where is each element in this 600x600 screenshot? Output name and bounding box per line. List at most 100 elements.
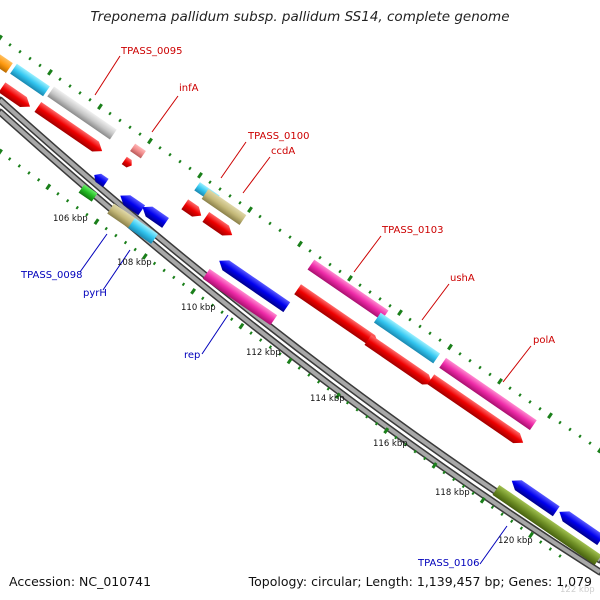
- leader-tpass-0100: [220, 141, 247, 179]
- gene-blue-107[interactable]: [139, 202, 169, 228]
- gene-blue-119[interactable]: [508, 476, 560, 517]
- gene-tpass-0095-gray[interactable]: [47, 86, 117, 140]
- gene-usha[interactable]: [373, 312, 441, 364]
- tick-mark: [528, 400, 532, 404]
- gene-label-pola[interactable]: polA: [533, 335, 555, 346]
- gene-orange-partial[interactable]: [0, 52, 13, 74]
- gene-tpass-0098-khaki[interactable]: [107, 203, 139, 231]
- gene-red-0095[interactable]: [34, 101, 105, 156]
- tick-mark: [28, 56, 32, 61]
- gene-infa[interactable]: [130, 143, 146, 159]
- tick-mark: [403, 442, 408, 447]
- tick-mark: [479, 496, 486, 504]
- tick-mark: [17, 164, 21, 168]
- tick-mark: [78, 91, 82, 95]
- tick-mark: [208, 180, 212, 185]
- kbp-label-112: 112 kbp: [246, 348, 281, 358]
- tick-mark: [68, 84, 72, 88]
- gene-label-infa[interactable]: infA: [179, 83, 199, 94]
- tick-mark: [268, 221, 272, 226]
- gene-pyrh[interactable]: [128, 218, 158, 244]
- gene-red-116[interactable]: [427, 374, 526, 447]
- tick-mark: [0, 148, 3, 156]
- gene-label-usha[interactable]: ushA: [450, 273, 475, 284]
- tick-mark: [548, 547, 553, 551]
- gene-red-112-shape: [364, 334, 433, 385]
- tick-mark: [118, 118, 122, 123]
- tick-mark: [210, 303, 215, 308]
- tick-mark: [345, 400, 350, 405]
- gene-rep-shape: [202, 268, 278, 326]
- gene-red-112[interactable]: [364, 334, 435, 389]
- label-leader-lines: [79, 55, 532, 565]
- leader-usha: [421, 283, 450, 321]
- gene-pyrh-shape: [128, 218, 158, 244]
- gene-infa-arrow[interactable]: [121, 156, 135, 170]
- gene-blue-120-shape: [559, 511, 600, 546]
- leader-pola: [502, 345, 532, 383]
- leader-rep: [201, 314, 229, 355]
- gene-red-partial[interactable]: [0, 82, 33, 111]
- tick-mark: [307, 373, 311, 377]
- gene-label-ccda[interactable]: ccdA: [271, 146, 295, 157]
- tick-mark: [85, 212, 89, 217]
- tick-mark: [147, 137, 153, 145]
- gene-label-tpass-0098[interactable]: TPASS_0098: [20, 270, 82, 281]
- tick-mark: [468, 358, 472, 363]
- tick-mark: [558, 554, 562, 558]
- tick-mark: [508, 386, 512, 391]
- gene-ccda-2[interactable]: [202, 211, 235, 240]
- tick-mark: [347, 275, 353, 282]
- tick-mark: [519, 526, 524, 530]
- tick-mark: [238, 322, 245, 330]
- leader-tpass-0095: [94, 55, 121, 96]
- gene-blue-110-shape: [219, 260, 291, 313]
- gene-label-tpass-0103[interactable]: TPASS_0103: [381, 225, 443, 236]
- gene-infa-arrow-shape: [121, 156, 132, 168]
- gene-blue-110[interactable]: [216, 256, 291, 313]
- tick-mark: [365, 414, 369, 419]
- gene-label-pyrh[interactable]: pyrH: [83, 288, 107, 299]
- gene-tpass-0106[interactable]: [492, 484, 600, 566]
- tick-mark: [316, 380, 321, 384]
- tick-mark: [458, 352, 462, 356]
- gene-blue-120[interactable]: [556, 507, 600, 546]
- accession-text: Accession: NC_010741: [9, 574, 152, 589]
- gene-label-tpass-0100[interactable]: TPASS_0100: [247, 131, 309, 142]
- tick-mark: [104, 226, 108, 231]
- gene-label-tpass-0106[interactable]: TPASS_0106: [417, 558, 479, 569]
- kbp-label-114: 114 kbp: [310, 394, 345, 404]
- gene-tpass-0100-khaki[interactable]: [201, 189, 247, 225]
- tick-mark: [259, 338, 263, 342]
- tick-mark: [578, 434, 582, 439]
- gene-red-0095-shape: [34, 101, 103, 152]
- tick-mark: [538, 406, 542, 411]
- gene-label-tpass-0095[interactable]: TPASS_0095: [120, 46, 182, 57]
- gene-rep[interactable]: [202, 268, 278, 326]
- gene-red-110[interactable]: [294, 284, 382, 349]
- gene-tpass-0103[interactable]: [307, 259, 389, 321]
- tick-mark: [326, 387, 330, 391]
- tick-mark: [488, 372, 492, 377]
- gene-green-106[interactable]: [78, 184, 98, 202]
- gene-tpass-0098-blue[interactable]: [117, 191, 146, 216]
- tick-mark: [278, 228, 282, 233]
- tick-mark: [18, 49, 22, 54]
- tick-mark: [328, 262, 332, 267]
- tick-mark: [128, 125, 132, 130]
- gene-blue-106[interactable]: [91, 171, 109, 188]
- gene-label-rep[interactable]: rep: [184, 350, 200, 361]
- gene-pola[interactable]: [439, 357, 537, 431]
- tick-mark: [27, 171, 31, 175]
- tick-mark: [568, 427, 572, 432]
- tick-mark: [452, 477, 456, 482]
- leader-tpass-0103: [353, 235, 382, 273]
- gene-ccda-1[interactable]: [181, 199, 204, 220]
- gene-cyan-partial[interactable]: [10, 63, 50, 97]
- genome-backbone-outer-fill: [0, 98, 600, 562]
- tick-mark: [447, 343, 453, 351]
- tick-mark: [230, 317, 234, 321]
- map-title: Treponema pallidum subsp. pallidum SS14,…: [90, 9, 510, 25]
- tick-mark: [500, 512, 504, 517]
- tick-mark: [278, 352, 282, 356]
